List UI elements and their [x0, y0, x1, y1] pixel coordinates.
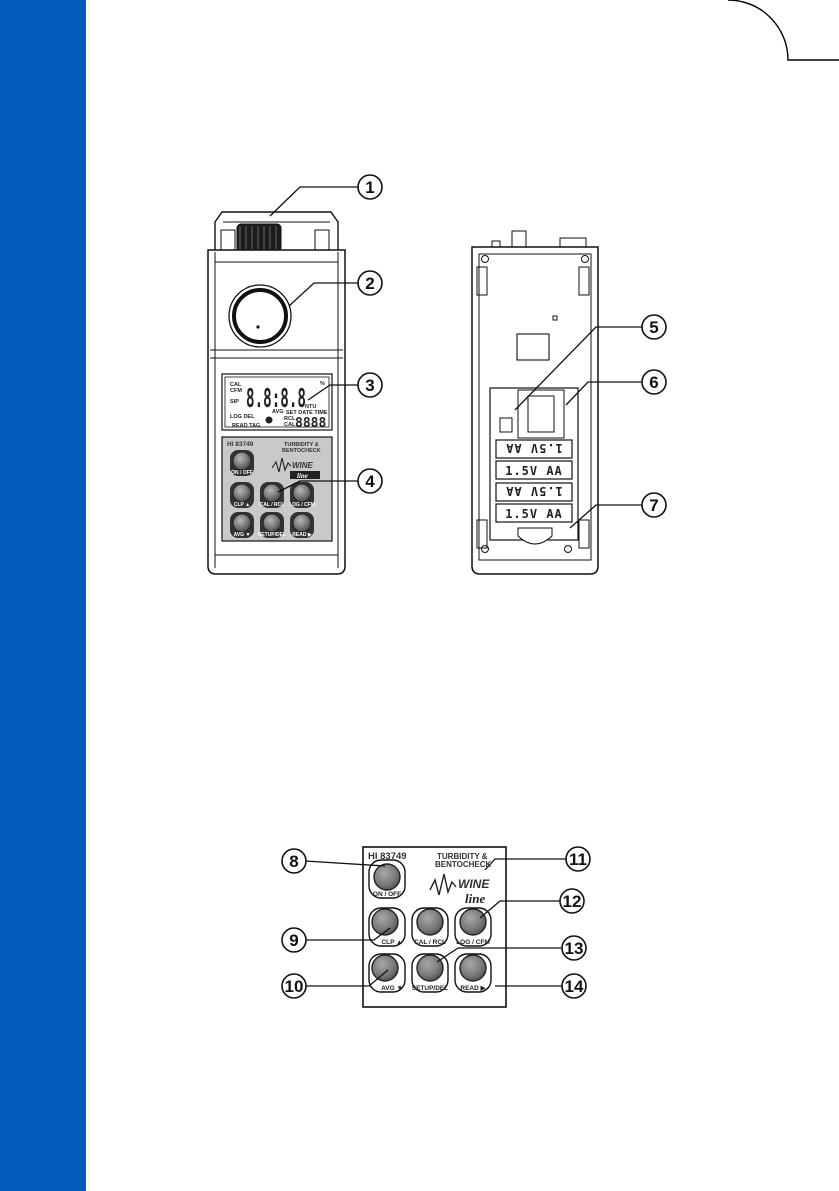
- svg-text:2: 2: [365, 274, 374, 293]
- keypad-button-on-off[interactable]: ON / OFF: [368, 859, 406, 899]
- svg-text:1.5V AA: 1.5V AA: [505, 441, 563, 455]
- callout-13: 13: [561, 935, 587, 961]
- callout-10: 10: [281, 973, 307, 999]
- lcd-display: [221, 373, 333, 431]
- back-view: 1.5V AA 1.5V AA 1.5V AA 1.5V AA: [471, 230, 599, 575]
- svg-text:11: 11: [569, 850, 587, 869]
- front-button-on-off[interactable]: ON / OFF: [230, 450, 254, 476]
- svg-text:3: 3: [365, 376, 374, 395]
- front-model: HI 83749: [227, 441, 254, 448]
- lcd-set-date-time: SET DATE TIME: [286, 410, 328, 416]
- keypad-button-log-cfm[interactable]: LOG / CFM: [454, 907, 492, 947]
- battery-3: 1.5V AA: [495, 482, 573, 502]
- svg-text:CLP ▲: CLP ▲: [234, 502, 250, 508]
- svg-text:14: 14: [565, 977, 584, 996]
- svg-text:13: 13: [565, 939, 584, 958]
- svg-text:LOG / CFM: LOG / CFM: [289, 502, 315, 508]
- keypad-brand-line1: TURBIDITY &: [437, 852, 488, 861]
- svg-text:6: 6: [649, 373, 658, 392]
- svg-text:9: 9: [289, 931, 298, 950]
- leader-lines: [269, 186, 642, 987]
- svg-text:AVG ▼: AVG ▼: [234, 532, 251, 538]
- svg-text:10: 10: [285, 977, 304, 996]
- svg-text:CAL / RCL: CAL / RCL: [414, 939, 446, 946]
- svg-text:1.5V AA: 1.5V AA: [505, 464, 563, 478]
- front-logo-bottom: line: [297, 472, 308, 480]
- svg-text:1.5V AA: 1.5V AA: [505, 484, 563, 498]
- lcd-avg: AVG: [272, 409, 284, 415]
- battery-1: 1.5V AA: [495, 439, 573, 459]
- callout-8: 8: [281, 848, 307, 874]
- callout-1: 1: [357, 174, 383, 200]
- lcd-cal: CAL: [230, 382, 242, 388]
- front-logo-top: WINE: [292, 461, 314, 470]
- lcd-rcl: RCL: [284, 416, 296, 422]
- svg-text:7: 7: [649, 496, 658, 515]
- callout-9: 9: [281, 927, 307, 953]
- front-button-avg[interactable]: AVG ▼: [230, 512, 254, 538]
- keypad-button-cal-rcl[interactable]: CAL / RCL: [411, 907, 449, 947]
- keypad-detail: HI 83749 TURBIDITY & BENTOCHECK WINE lin…: [362, 846, 507, 1008]
- svg-text:ON / OFF: ON / OFF: [231, 470, 253, 476]
- callout-12: 12: [559, 888, 585, 914]
- battery-4: 1.5V AA: [495, 503, 573, 523]
- front-brand-line2: BENTOCHECK: [282, 448, 321, 454]
- callout-6: 6: [641, 369, 667, 395]
- front-button-log-cfm[interactable]: LOG / CFM: [289, 482, 315, 508]
- svg-text:1.5V AA: 1.5V AA: [505, 507, 563, 521]
- lcd-cfm: CFM: [230, 388, 242, 394]
- callout-4: 4: [357, 468, 383, 494]
- svg-text:1: 1: [365, 178, 374, 197]
- keypad-button-read[interactable]: READ ▶: [454, 953, 492, 993]
- callout-14: 14: [561, 973, 587, 999]
- blue-sidebar: [0, 0, 86, 1191]
- keypad-logo-bottom: line: [465, 891, 485, 906]
- svg-text:READ ▶: READ ▶: [460, 985, 486, 992]
- svg-text:SETUP/DEL: SETUP/DEL: [258, 532, 286, 538]
- front-brand-line1: TURBIDITY &: [284, 442, 319, 448]
- keypad-brand-line2: BENTOCHECK: [435, 860, 492, 869]
- lcd-sip: SIP: [230, 399, 239, 405]
- svg-text:12: 12: [563, 892, 582, 911]
- lcd-small-digits: 8888: [295, 416, 326, 431]
- svg-text:LOG / CFM: LOG / CFM: [456, 939, 490, 946]
- front-button-clp[interactable]: CLP ▲: [230, 482, 254, 508]
- svg-text:8: 8: [289, 852, 298, 871]
- front-button-read[interactable]: READ ▶: [290, 512, 314, 538]
- svg-text:READ ▶: READ ▶: [292, 532, 313, 538]
- svg-text:CLP ▲: CLP ▲: [381, 939, 402, 946]
- callout-5: 5: [641, 314, 667, 340]
- lcd-pct: %: [320, 381, 325, 387]
- keypad-button-avg[interactable]: AVG ▼: [368, 953, 406, 993]
- callout-7: 7: [641, 492, 667, 518]
- svg-text:CAL / RCL: CAL / RCL: [260, 502, 285, 508]
- lcd-cal2: CAL: [284, 422, 296, 428]
- front-button-cal-rcl[interactable]: CAL / RCL: [260, 482, 285, 508]
- svg-text:SETUP/DEL: SETUP/DEL: [412, 985, 449, 992]
- lcd-read-tag: READ TAG: [232, 423, 260, 429]
- lcd-log-del: LOG DEL: [230, 414, 255, 420]
- callout-11: 11: [565, 846, 591, 872]
- keypad-button-setup-del[interactable]: SETUP/DEL: [411, 953, 449, 993]
- page-corner-arc: [727, 0, 839, 61]
- front-button-setup-del[interactable]: SETUP/DEL: [258, 512, 286, 538]
- svg-text:ON / OFF: ON / OFF: [373, 891, 401, 898]
- keypad-logo-top: WINE: [458, 877, 490, 891]
- front-view: CAL CFM % 8.8:8.8 NTU SIP LOG DEL AVG RE…: [207, 211, 346, 575]
- lcd-unit: NTU: [305, 404, 316, 410]
- keypad-model: HI 83749: [368, 851, 407, 862]
- lcd-digits: 8.8:8.8: [246, 384, 306, 414]
- callout-2: 2: [357, 270, 383, 296]
- callout-3: 3: [357, 372, 383, 398]
- svg-text:5: 5: [649, 318, 658, 337]
- battery-2: 1.5V AA: [495, 460, 573, 480]
- svg-text:4: 4: [365, 472, 375, 491]
- svg-text:AVG ▼: AVG ▼: [381, 985, 403, 992]
